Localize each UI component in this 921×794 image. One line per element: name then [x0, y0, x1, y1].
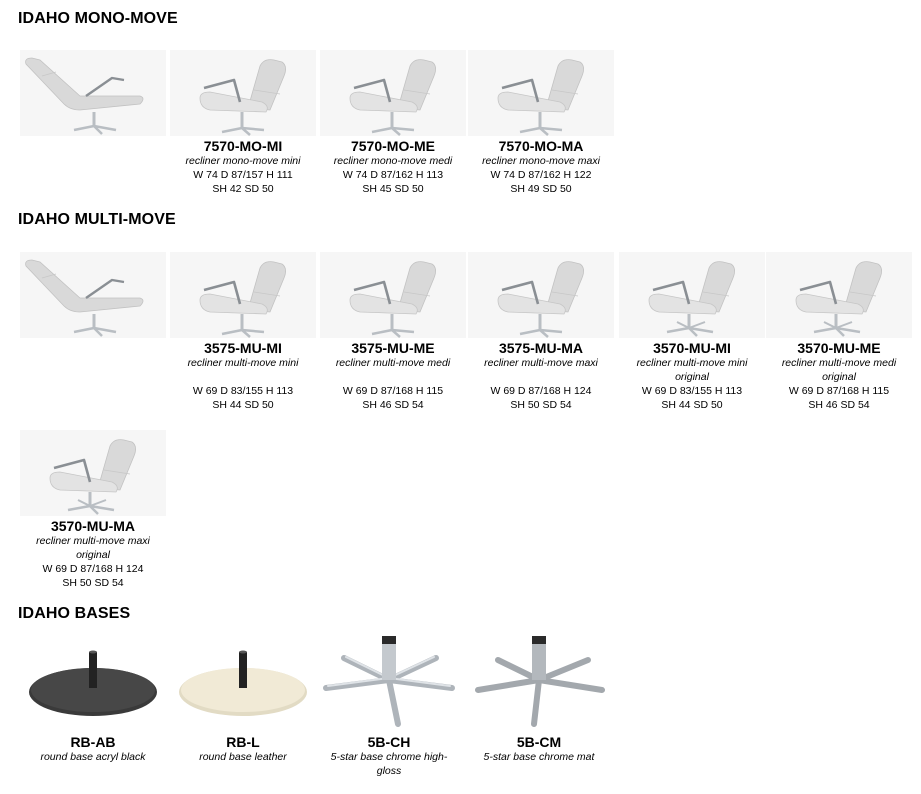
product-dimensions: W 69 D 87/168 H 124: [490, 385, 592, 397]
product-description-line2: gloss: [376, 765, 402, 777]
recliner-star-image: [20, 430, 166, 516]
product-code: 3575-MU-MI: [204, 340, 282, 356]
product-description: recliner mono-move maxi: [482, 155, 600, 167]
section-title-multi-move: IDAHO MULTI-MOVE: [18, 211, 176, 228]
product-card[interactable]: [20, 50, 166, 136]
product-description: recliner multi-move maxi: [36, 535, 150, 547]
product-dimensions: W 74 D 87/162 H 113: [342, 169, 444, 181]
product-seat-dimensions: SH 50 SD 54: [510, 399, 572, 411]
product-card[interactable]: 3570-MU-MA recliner multi-move maxi orig…: [20, 430, 166, 590]
recliner-image: [468, 252, 614, 338]
product-seat-dimensions: SH 46 SD 54: [808, 399, 870, 411]
product-description-line2: original: [822, 371, 856, 383]
product-code: 5B-CH: [367, 734, 411, 750]
product-seat-dimensions: SH 46 SD 54: [362, 399, 424, 411]
product-code: 7570-MO-MI: [203, 138, 283, 154]
product-card[interactable]: 3575-MU-ME recliner multi-move medi W 69…: [320, 252, 466, 412]
product-card[interactable]: RB-L round base leather: [170, 646, 316, 764]
product-code: RB-AB: [70, 734, 116, 750]
product-dimensions: W 69 D 83/155 H 113: [641, 385, 743, 397]
product-dimensions: W 69 D 87/168 H 124: [42, 563, 144, 575]
product-dimensions: W 69 D 87/168 H 115: [342, 385, 444, 397]
recliner-reclined-image: [20, 252, 166, 338]
product-card[interactable]: RB-AB round base acryl black: [20, 646, 166, 764]
recliner-reclined-image: [20, 50, 166, 136]
recliner-image: [320, 252, 466, 338]
product-code: 5B-CM: [516, 734, 562, 750]
product-description: 5-star base chrome mat: [483, 751, 595, 763]
round-base-black-image: [20, 646, 166, 732]
product-description: 5-star base chrome high-: [330, 751, 448, 763]
product-code: 3570-MU-MI: [653, 340, 731, 356]
product-description-line2: [170, 370, 316, 384]
product-seat-dimensions: SH 49 SD 50: [510, 183, 572, 195]
product-description: round base acryl black: [40, 751, 146, 763]
product-card[interactable]: 7570-MO-MI recliner mono-move mini W 74 …: [170, 50, 316, 196]
recliner-image: [468, 50, 614, 136]
product-code: 3570-MU-MA: [50, 518, 135, 534]
product-description: recliner multi-move mini: [636, 357, 748, 369]
product-code: 3570-MU-ME: [797, 340, 881, 356]
product-card[interactable]: 5B-CH 5-star base chrome high- gloss: [316, 628, 462, 778]
round-base-leather-image: [170, 646, 316, 732]
product-description-line2: original: [76, 549, 110, 561]
product-dimensions: W 69 D 83/155 H 113: [192, 385, 294, 397]
product-description: recliner multi-move medi: [781, 357, 897, 369]
product-seat-dimensions: SH 42 SD 50: [212, 183, 274, 195]
product-card[interactable]: 5B-CM 5-star base chrome mat: [466, 628, 612, 764]
product-code: 7570-MO-ME: [350, 138, 436, 154]
product-description: recliner multi-move medi: [335, 357, 451, 369]
product-card[interactable]: [20, 252, 166, 338]
product-dimensions: W 74 D 87/162 H 122: [490, 169, 592, 181]
product-description: recliner multi-move mini: [187, 357, 299, 369]
star-base-mat-image: [466, 628, 612, 732]
product-code: 3575-MU-MA: [498, 340, 583, 356]
product-card[interactable]: 3570-MU-ME recliner multi-move medi orig…: [766, 252, 912, 412]
product-seat-dimensions: SH 44 SD 50: [661, 399, 723, 411]
product-card[interactable]: 7570-MO-ME recliner mono-move medi W 74 …: [320, 50, 466, 196]
product-code: 3575-MU-ME: [351, 340, 435, 356]
recliner-star-image: [619, 252, 765, 338]
recliner-star-image: [766, 252, 912, 338]
product-card[interactable]: 3575-MU-MA recliner multi-move maxi W 69…: [468, 252, 614, 412]
product-code: RB-L: [226, 734, 260, 750]
recliner-image: [170, 50, 316, 136]
product-description-line2: [320, 370, 466, 384]
product-seat-dimensions: SH 50 SD 54: [62, 577, 124, 589]
product-description: recliner mono-move mini: [185, 155, 301, 167]
product-description: recliner multi-move maxi: [484, 357, 598, 369]
product-description: round base leather: [199, 751, 287, 763]
product-card[interactable]: 3575-MU-MI recliner multi-move mini W 69…: [170, 252, 316, 412]
product-code: 7570-MO-MA: [498, 138, 584, 154]
star-base-chrome-image: [316, 628, 462, 732]
product-description-line2: [468, 370, 614, 384]
product-description-line2: original: [675, 371, 709, 383]
section-title-bases: IDAHO BASES: [18, 605, 131, 622]
product-dimensions: W 69 D 87/168 H 115: [788, 385, 890, 397]
product-dimensions: W 74 D 87/157 H 111: [193, 169, 293, 181]
product-seat-dimensions: SH 44 SD 50: [212, 399, 274, 411]
recliner-image: [170, 252, 316, 338]
product-description: recliner mono-move medi: [333, 155, 453, 167]
product-card[interactable]: 3570-MU-MI recliner multi-move mini orig…: [619, 252, 765, 412]
product-card[interactable]: 7570-MO-MA recliner mono-move maxi W 74 …: [468, 50, 614, 196]
recliner-image: [320, 50, 466, 136]
section-title-mono-move: IDAHO MONO-MOVE: [18, 10, 178, 27]
product-seat-dimensions: SH 45 SD 50: [362, 183, 424, 195]
